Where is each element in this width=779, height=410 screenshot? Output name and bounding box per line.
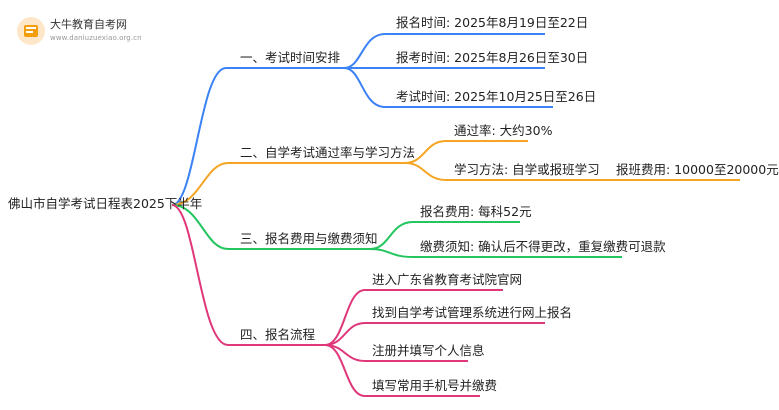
b2-child-1: 通过率: 大约30%	[454, 123, 553, 138]
connector-b3-c1	[369, 221, 414, 250]
connector-root-branch-3	[171, 204, 229, 250]
logo-title: 大牛教育自考网	[50, 18, 127, 31]
connector-b3-c2	[369, 248, 414, 258]
connector-b1-c1	[343, 33, 386, 69]
branch-topic-2: 二、自学考试通过率与学习方法	[240, 145, 416, 160]
connector-b1-c3	[343, 67, 386, 108]
book-icon	[17, 17, 45, 45]
connector-b4-c1	[324, 289, 366, 346]
b4-child-3: 注册并填写个人信息	[372, 343, 485, 358]
connector-root-branch-1	[171, 67, 227, 206]
root-topic: 佛山市自学考试日程表2025下半年	[8, 196, 203, 211]
branch-topic-3: 三、报名费用与缴费须知	[240, 231, 378, 246]
logo-url: www.daniuzuexiao.org.cn	[50, 34, 142, 42]
connector-b2-c2	[404, 162, 447, 181]
b4-child-2: 找到自学考试管理系统进行网上报名	[372, 305, 573, 320]
branch-topic-1: 一、考试时间安排	[240, 50, 341, 65]
b4-child-4: 填写常用手机号并缴费	[372, 378, 498, 393]
b1-child-2: 报考时间: 2025年8月26日至30日	[396, 50, 589, 65]
b1-child-1: 报名时间: 2025年8月19日至22日	[396, 15, 589, 30]
b3-child-2: 缴费须知: 确认后不得更改，重复缴费可退款	[420, 239, 666, 254]
site-logo: 大牛教育自考网 www.daniuzuexiao.org.cn	[16, 12, 146, 52]
b1-child-3: 考试时间: 2025年10月25日至26日	[396, 89, 597, 104]
b3-child-1: 报名费用: 每科52元	[420, 204, 532, 219]
connector-root-branch-2	[171, 162, 229, 206]
connector-b4-c4	[324, 344, 366, 397]
connector-b4-c2	[324, 322, 366, 346]
mindmap-connectors	[171, 33, 740, 397]
b2-child-2: 学习方法: 自学或报班学习	[454, 162, 600, 177]
b4-child-1: 进入广东省教育考试院官网	[372, 272, 523, 287]
b2-grandchild-1: 报班费用: 10000至20000元	[616, 162, 779, 177]
branch-topic-4: 四、报名流程	[240, 327, 316, 342]
connector-root-branch-4	[171, 204, 229, 346]
